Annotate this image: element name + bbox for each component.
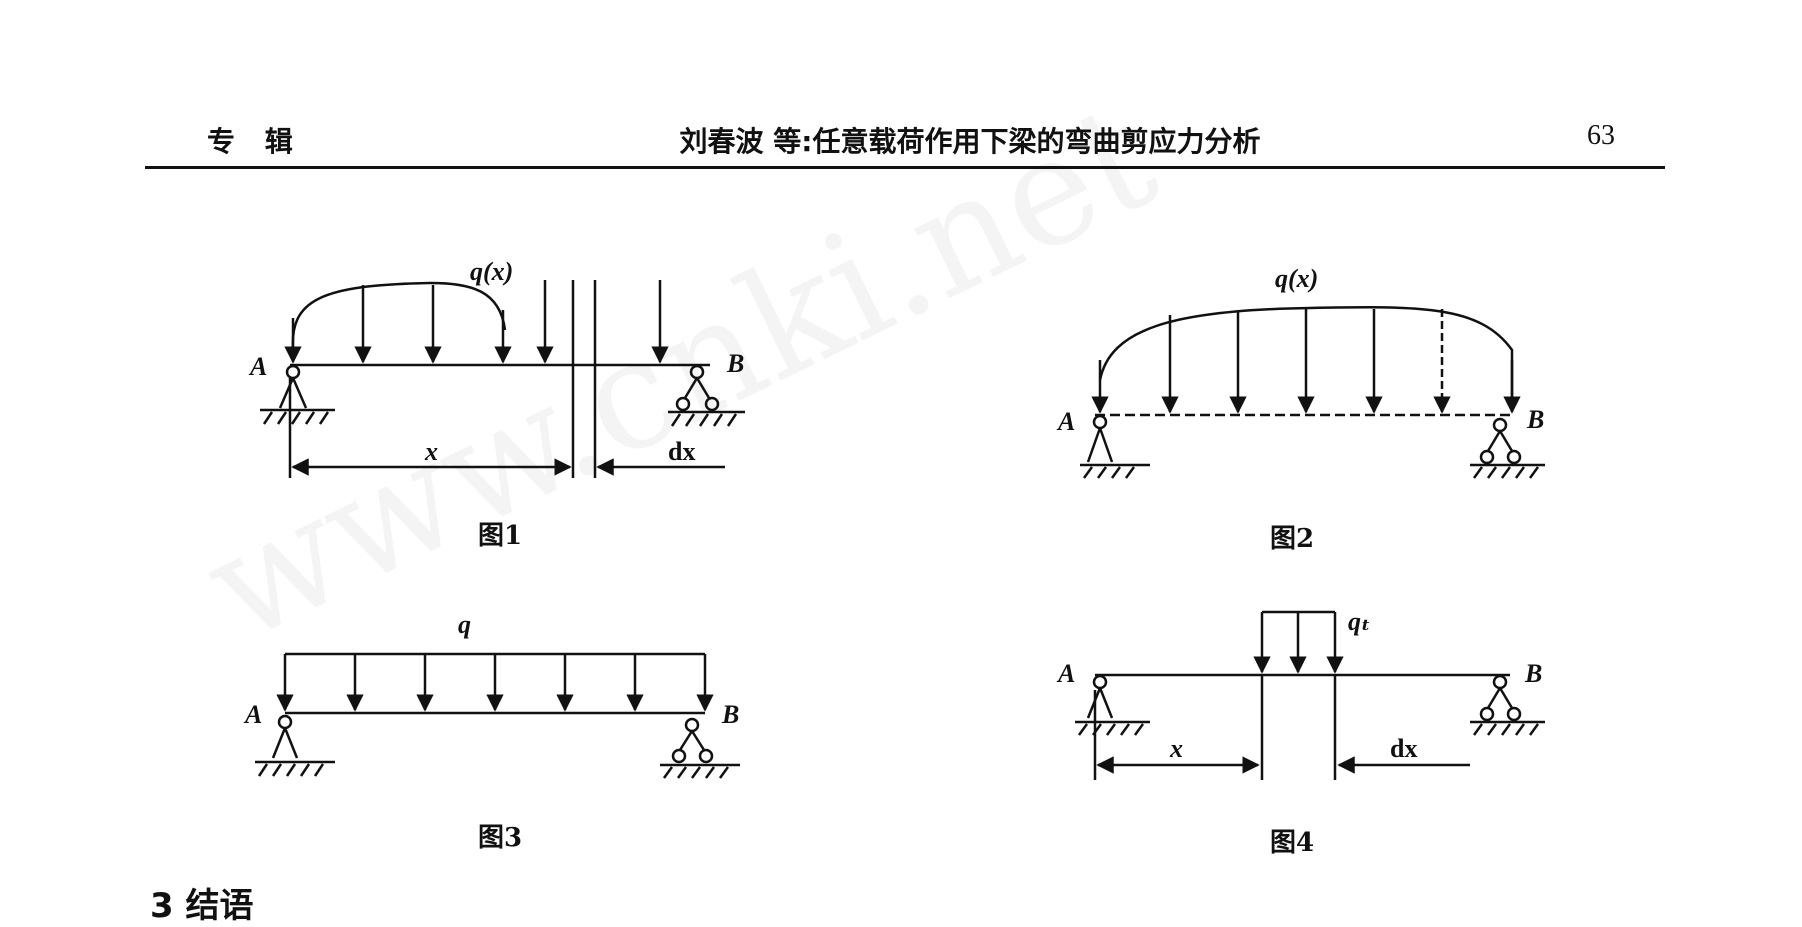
page-header: 专 辑 刘春波 等:任意载荷作用下梁的弯曲剪应力分析 63 [145,110,1675,170]
support-a-label-1: A [248,352,267,381]
dim-x-label-4: x [1169,734,1183,763]
load-label-3: q [458,610,471,639]
load-curve-1 [291,281,507,351]
support-b-label-1: B [726,349,744,378]
caption-figure-3: 图3 [478,823,523,853]
support-b-label-4: B [1524,659,1542,688]
page-number: 63 [1587,120,1615,151]
load-label-4: qₜ [1348,607,1371,636]
load-label-1: q(x) [470,257,513,286]
left-pin-4 [1092,674,1108,690]
right-roller-1 [689,364,705,380]
dim-dx-label-1: dx [668,437,695,466]
figures-canvas: q(x) A B x dx q(x) A B q A B qₜ A B x dx [243,257,1545,780]
support-a-label-4: A [1056,659,1075,688]
left-pin-2 [1092,414,1108,430]
load-curve-2 [1098,306,1514,400]
support-b-label-2: B [1526,405,1544,434]
section-label: 专 辑 [207,125,303,158]
support-a-label-2: A [1056,407,1075,436]
caption-figure-4: 图4 [1270,828,1315,858]
figure-2-diagram [1080,306,1545,479]
dim-dx-label-4: dx [1390,734,1417,763]
figure-3-diagram [255,652,740,779]
header-rule [145,166,1665,169]
right-roller-2 [1492,417,1508,433]
load-label-2: q(x) [1275,264,1318,293]
right-roller-4 [1492,674,1508,690]
left-pin-3 [277,714,293,730]
right-roller-3 [684,717,700,733]
support-b-label-3: B [721,700,739,729]
running-title: 刘春波 等:任意载荷作用下梁的弯曲剪应力分析 [679,125,1261,158]
next-section-heading: 3 结语 [150,886,254,926]
support-a-label-3: A [243,700,262,729]
figure-1-diagram [260,280,745,478]
figure-4-diagram [1075,610,1545,780]
caption-figure-2: 图2 [1270,524,1315,554]
dim-x-label-1: x [424,437,438,466]
left-pin-1 [285,364,301,380]
caption-figure-1: 图1 [478,521,523,551]
